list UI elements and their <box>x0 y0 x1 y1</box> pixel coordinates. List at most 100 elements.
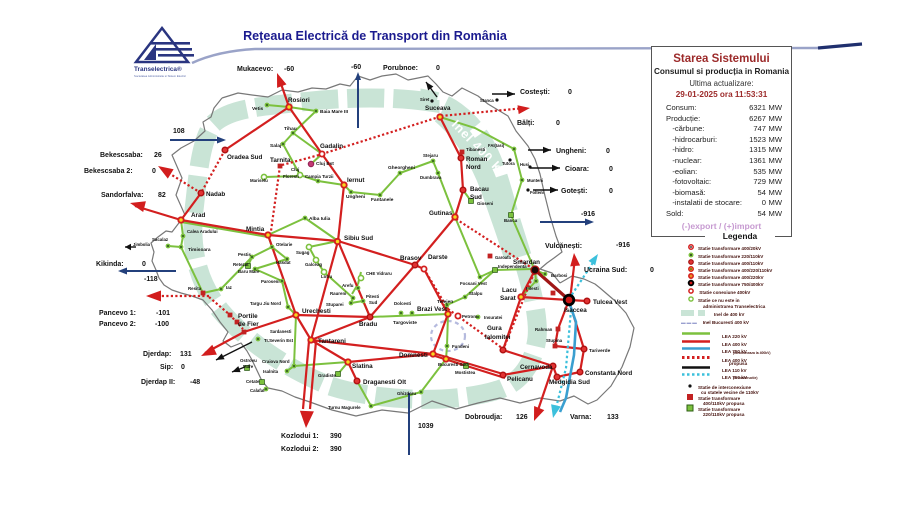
svg-text:131: 131 <box>180 351 192 358</box>
svg-text:Gradiste: Gradiste <box>318 373 336 378</box>
svg-text:Bekescsaba 2:: Bekescsaba 2: <box>84 168 133 175</box>
svg-text:Petrom: Petrom <box>462 314 477 319</box>
svg-text:Stanca: Stanca <box>480 98 494 103</box>
svg-text:CHE Vidraru: CHE Vidraru <box>366 271 392 276</box>
svg-text:Munteni: Munteni <box>527 178 543 183</box>
svg-text:-48: -48 <box>190 379 200 386</box>
svg-text:Barbosi: Barbosi <box>551 273 567 278</box>
svg-text:-60: -60 <box>284 66 294 73</box>
svg-text:Sandorfalva:: Sandorfalva: <box>101 192 143 199</box>
svg-text:-60: -60 <box>351 64 361 71</box>
svg-text:-916: -916 <box>581 211 595 218</box>
svg-text:Jimbolia: Jimbolia <box>133 242 151 247</box>
svg-text:Bălți:: Bălți: <box>517 120 535 127</box>
svg-text:Gotești:: Gotești: <box>561 188 587 195</box>
svg-text:Brazi Vest: Brazi Vest <box>417 306 448 313</box>
svg-text:390: 390 <box>330 446 342 453</box>
svg-text:Campia Turzii: Campia Turzii <box>305 174 333 179</box>
svg-text:Stupina: Stupina <box>546 338 563 343</box>
svg-text:Hasdat: Hasdat <box>276 260 291 265</box>
svg-text:Tarnita: Tarnita <box>270 157 291 164</box>
svg-text:Vetis: Vetis <box>252 106 264 112</box>
svg-text:Darste: Darste <box>428 254 448 261</box>
svg-text:Gura: Gura <box>487 325 502 332</box>
svg-text:Ialomitei: Ialomitei <box>485 334 511 341</box>
svg-text:Timisoara: Timisoara <box>188 247 211 253</box>
svg-text:Tulcea Vest: Tulcea Vest <box>593 299 628 306</box>
svg-text:Lacu: Lacu <box>502 287 517 294</box>
svg-text:Insuratei: Insuratei <box>484 315 502 320</box>
svg-text:Kozlodui 1:: Kozlodui 1: <box>281 433 319 440</box>
svg-text:Tutora: Tutora <box>502 161 515 166</box>
svg-text:Portile: Portile <box>238 313 258 320</box>
svg-text:Tantareni: Tantareni <box>318 338 346 345</box>
svg-text:Focsani Vest: Focsani Vest <box>460 281 487 286</box>
svg-text:Oradea Sud: Oradea Sud <box>227 154 262 161</box>
svg-text:Cluj: Cluj <box>291 167 299 172</box>
svg-text:Resita: Resita <box>188 286 202 291</box>
svg-text:Paroseni: Paroseni <box>261 279 280 284</box>
svg-text:-118: -118 <box>144 276 158 283</box>
svg-text:0: 0 <box>436 65 440 72</box>
svg-text:Cioara:: Cioara: <box>565 166 589 173</box>
svg-text:Sip:: Sip: <box>160 364 173 371</box>
svg-text:Domnesti: Domnesti <box>399 352 428 359</box>
svg-text:26: 26 <box>154 152 162 159</box>
svg-text:-916: -916 <box>616 242 630 249</box>
svg-text:Tihau: Tihau <box>284 126 297 132</box>
svg-text:Smardan: Smardan <box>513 259 540 266</box>
svg-text:Bekescsaba:: Bekescsaba: <box>100 152 143 159</box>
svg-text:Alba Iulia: Alba Iulia <box>309 216 331 222</box>
svg-text:0: 0 <box>609 166 613 173</box>
svg-text:Baia Mare III: Baia Mare III <box>320 109 349 115</box>
svg-text:-101: -101 <box>156 310 170 317</box>
svg-text:Sardanesti: Sardanesti <box>270 329 291 334</box>
svg-text:Sud: Sud <box>369 300 378 305</box>
svg-text:Calea Aradului: Calea Aradului <box>187 229 218 234</box>
svg-text:Sarat: Sarat <box>500 295 517 302</box>
svg-text:Stuparei: Stuparei <box>326 302 344 307</box>
svg-text:0: 0 <box>181 364 185 371</box>
svg-text:Slatina: Slatina <box>352 363 373 370</box>
svg-text:Kikinda:: Kikinda: <box>96 261 124 268</box>
svg-text:Husi: Husi <box>520 162 529 167</box>
svg-text:Pelicanu: Pelicanu <box>507 376 533 383</box>
svg-text:Nadab: Nadab <box>206 191 225 198</box>
svg-text:Tibanesti: Tibanesti <box>466 147 485 152</box>
svg-text:Stejaru: Stejaru <box>423 153 438 158</box>
svg-text:Ucraina Sud:: Ucraina Sud: <box>584 267 627 274</box>
svg-text:Siret: Siret <box>420 97 430 102</box>
svg-text:0: 0 <box>556 120 560 127</box>
svg-text:Mariselu: Mariselu <box>250 178 268 183</box>
svg-text:Turnu Magurele: Turnu Magurele <box>328 405 361 410</box>
svg-text:Ostrovu: Ostrovu <box>240 358 257 363</box>
svg-text:Kozlodui 2:: Kozlodui 2: <box>281 446 319 453</box>
svg-text:Isaccea: Isaccea <box>564 307 587 314</box>
svg-text:Gheorgheni: Gheorgheni <box>388 165 415 171</box>
svg-text:Pancevo 1:: Pancevo 1: <box>99 310 136 317</box>
svg-text:Roman: Roman <box>466 156 487 163</box>
svg-text:FAI(Iasi): FAI(Iasi) <box>488 143 505 148</box>
svg-text:Ungheni: Ungheni <box>346 194 365 200</box>
svg-text:Vulcănești:: Vulcănești: <box>545 243 582 250</box>
svg-text:Nord: Nord <box>466 164 481 171</box>
svg-text:1039: 1039 <box>418 423 434 430</box>
svg-text:108: 108 <box>173 128 185 135</box>
svg-text:Stalpu: Stalpu <box>469 291 483 296</box>
svg-text:Sibiu Sud: Sibiu Sud <box>344 235 373 242</box>
svg-text:Ungheni:: Ungheni: <box>556 148 586 155</box>
svg-text:Djerdap II:: Djerdap II: <box>141 379 175 386</box>
svg-text:0: 0 <box>606 148 610 155</box>
svg-text:Isalnita: Isalnita <box>263 369 279 374</box>
svg-text:Societatea Administratie si Si: Societatea Administratie si Sistem Elect… <box>134 74 187 78</box>
svg-text:Cetate: Cetate <box>246 379 260 384</box>
svg-text:Mostistea: Mostistea <box>455 370 476 375</box>
svg-text:Brasov: Brasov <box>400 255 422 262</box>
svg-text:Dobroudja:: Dobroudja: <box>465 414 502 421</box>
svg-text:Iernut: Iernut <box>347 177 365 184</box>
svg-text:Calafat: Calafat <box>250 388 265 393</box>
svg-text:Bradu: Bradu <box>359 321 377 328</box>
svg-text:0: 0 <box>609 188 613 195</box>
svg-text:-100: -100 <box>155 321 169 328</box>
svg-text:Djerdap:: Djerdap: <box>143 351 171 358</box>
